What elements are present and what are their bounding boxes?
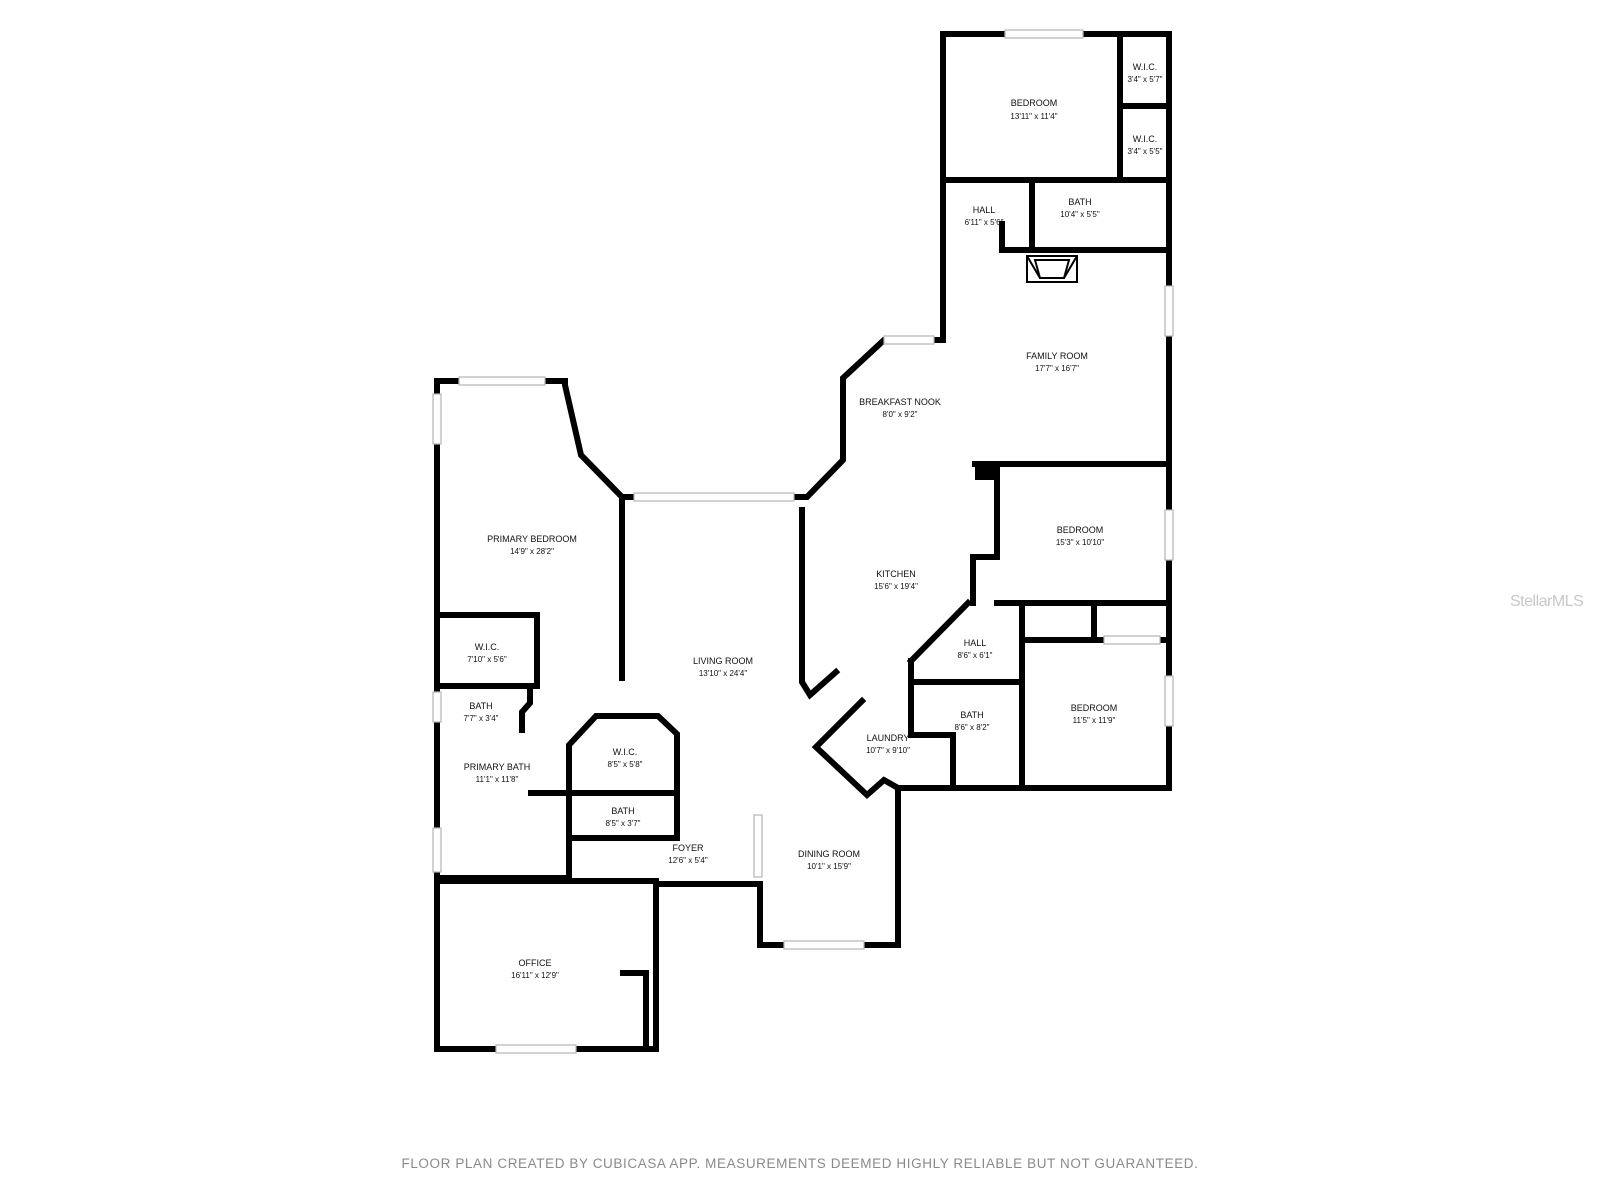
room-hall-mid-name: HALL — [964, 638, 987, 648]
room-foyer-dims: 12'6" x 5'4" — [668, 856, 708, 865]
room-bath-small-dims: 7'7" x 3'4" — [464, 714, 499, 723]
room-bedroom-top-dims: 13'11" x 11'4" — [1010, 112, 1057, 121]
room-foyer-name: FOYER — [672, 843, 704, 853]
exterior-walls — [434, 31, 1172, 1052]
room-kitchen-dims: 15'6" x 19'4" — [874, 582, 918, 591]
room-office-name: OFFICE — [519, 958, 552, 968]
room-laundry-name: LAUNDRY — [867, 733, 910, 743]
room-kitchen-name: KITCHEN — [876, 569, 916, 579]
room-hall-mid-dims: 8'6" x 6'1" — [958, 651, 993, 660]
room-wic-primary-name: W.I.C. — [475, 642, 500, 652]
room-breakfast-nook-dims: 8'0" x 9'2" — [883, 410, 918, 419]
room-bath-top-name: BATH — [1068, 197, 1091, 207]
room-primary-bath-name: PRIMARY BATH — [464, 762, 531, 772]
room-dining-room-dims: 10'1" x 15'9" — [807, 862, 851, 871]
room-primary-bedroom-dims: 14'9" x 28'2" — [510, 547, 554, 556]
fireplace-icon — [1026, 255, 1078, 283]
room-living-room-name: LIVING ROOM — [693, 656, 753, 666]
room-bedroom-low-dims: 11'5" x 11'9" — [1073, 716, 1116, 725]
room-labels: BEDROOM 13'11" x 11'4" W.I.C. 3'4" x 5'7… — [464, 62, 1163, 980]
room-wic-center-dims: 8'5" x 5'8" — [608, 760, 643, 769]
room-wic-center-name: W.I.C. — [613, 747, 638, 757]
room-wic-top1-dims: 3'4" x 5'7" — [1128, 75, 1163, 84]
room-bath-top-dims: 10'4" x 5'5" — [1060, 210, 1100, 219]
room-wic-top2-dims: 3'4" x 5'5" — [1128, 147, 1163, 156]
room-wic-top1-name: W.I.C. — [1133, 62, 1158, 72]
room-bath-center-name: BATH — [611, 806, 634, 816]
room-bedroom-mid-name: BEDROOM — [1057, 525, 1104, 535]
room-bedroom-mid-dims: 15'3" x 10'10" — [1056, 538, 1104, 547]
room-office-dims: 16'11" x 12'9" — [511, 971, 559, 980]
room-breakfast-nook-name: BREAKFAST NOOK — [859, 397, 941, 407]
room-primary-bath-dims: 11'1" x 11'8" — [476, 775, 519, 784]
room-family-room-dims: 17'7" x 16'7" — [1035, 364, 1079, 373]
structural-column — [975, 462, 997, 480]
room-bedroom-top-name: BEDROOM — [1011, 98, 1058, 108]
room-wic-primary-dims: 7'10" x 5'6" — [467, 655, 507, 664]
watermark-logo: StellarMLS — [1510, 593, 1584, 610]
room-bath-small-name: BATH — [469, 701, 492, 711]
room-laundry-dims: 10'7" x 9'10" — [866, 746, 910, 755]
room-hall-top-name: HALL — [973, 205, 996, 215]
room-hall-top-dims: 6'11" x 5'6" — [965, 218, 1004, 227]
room-bath-mid-name: BATH — [960, 710, 983, 720]
windows — [432, 29, 1174, 1054]
room-bedroom-low-name: BEDROOM — [1071, 703, 1118, 713]
room-wic-top2-name: W.I.C. — [1133, 134, 1158, 144]
room-family-room-name: FAMILY ROOM — [1026, 351, 1088, 361]
footer-disclaimer: FLOOR PLAN CREATED BY CUBICASA APP. MEAS… — [401, 1156, 1199, 1171]
room-living-room-dims: 13'10" x 24'4" — [699, 669, 747, 678]
interior-walls — [434, 31, 1172, 1052]
room-bath-mid-dims: 8'6" x 8'2" — [955, 723, 990, 732]
room-bath-center-dims: 8'5" x 3'7" — [606, 819, 641, 828]
room-dining-room-name: DINING ROOM — [798, 849, 860, 859]
room-primary-bedroom-name: PRIMARY BEDROOM — [487, 534, 577, 544]
